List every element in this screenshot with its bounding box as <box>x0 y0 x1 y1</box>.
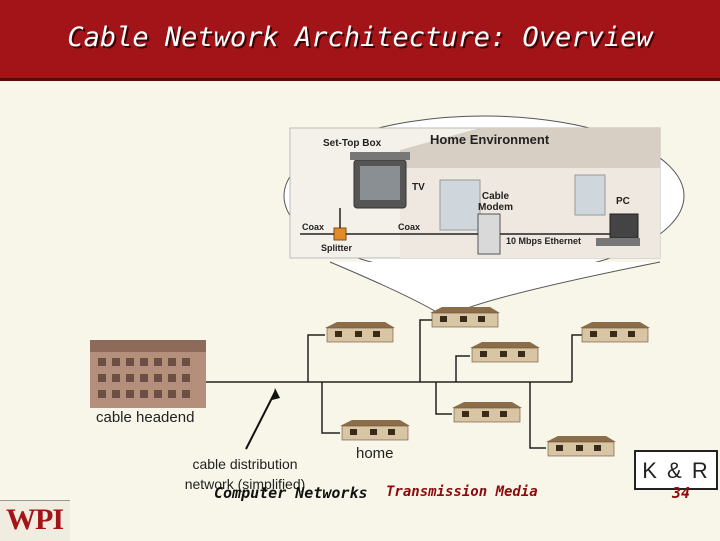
kr-citation-text: K & R <box>642 458 710 483</box>
coax-right-label: Coax <box>398 222 421 232</box>
cable-modem-label: Cable Modem <box>478 191 513 213</box>
home-icons <box>325 307 650 457</box>
tv-screen <box>360 166 400 200</box>
coax-left-label: Coax <box>302 222 325 232</box>
distribution-network-label: cable distribution network (simplified) <box>184 456 306 492</box>
set-top-box-label: Set-Top Box <box>323 138 382 149</box>
kr-citation-box: K & R <box>634 450 718 490</box>
home-label: home <box>356 445 394 462</box>
ethernet-label: 10 Mbps Ethernet <box>506 236 582 246</box>
pc-monitor-icon <box>609 213 639 239</box>
splitter-label: Splitter <box>321 243 353 253</box>
footer-course-name: Computer Networks <box>214 484 368 502</box>
cable-modem-icon <box>477 213 501 255</box>
headend-roof <box>90 340 206 352</box>
pc-keyboard-icon <box>596 238 640 246</box>
wpi-logo: WPI <box>0 500 70 541</box>
tv-label: TV <box>412 182 425 193</box>
title-bar: Cable Network Architecture: Overview <box>0 0 720 81</box>
splitter-icon <box>333 227 347 241</box>
cable-headend-label: cable headend <box>96 409 195 426</box>
set-top-box-icon <box>350 152 410 160</box>
footer-topic: Transmission Media <box>386 484 538 500</box>
pc-label: PC <box>616 196 630 207</box>
house-roof <box>400 128 660 170</box>
distribution-network-lines <box>206 319 582 449</box>
home-environment-label: Home Environment <box>430 132 550 147</box>
slide-title: Cable Network Architecture: Overview <box>67 22 653 53</box>
page-number: 34 <box>672 484 691 502</box>
house-window-1 <box>439 179 481 231</box>
wpi-logo-text: WPI <box>6 503 64 536</box>
distribution-arrow <box>245 391 276 450</box>
arrow-head <box>272 388 280 400</box>
house-window-2 <box>574 174 606 216</box>
callout-pointer <box>329 261 661 319</box>
